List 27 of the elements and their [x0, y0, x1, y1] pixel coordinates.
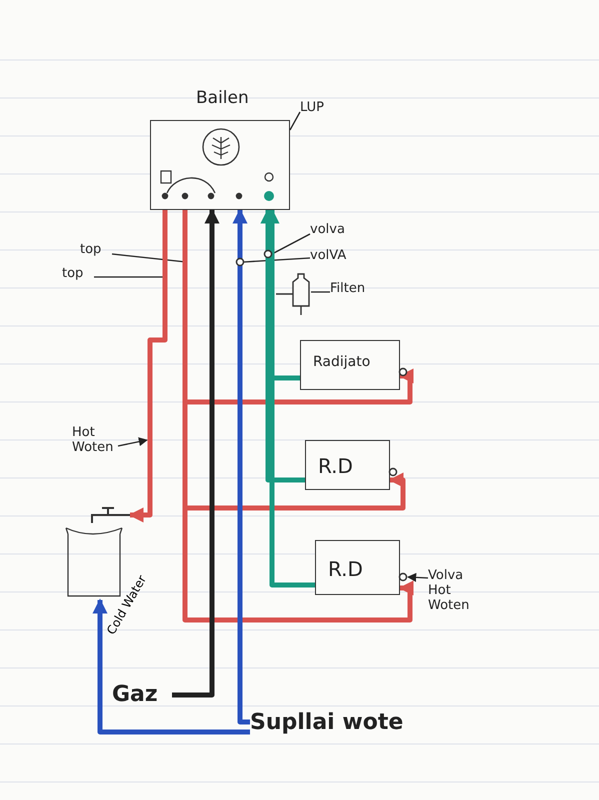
pipe [128, 210, 168, 522]
leader-line [407, 572, 428, 582]
leader-line [311, 291, 330, 293]
radiator-label: R.D [318, 454, 353, 478]
leader-line [272, 233, 310, 255]
handwritten-label: Gaz [112, 682, 172, 708]
radiator-box [300, 340, 400, 390]
handwritten-label: Filten [330, 281, 385, 296]
handwritten-label: Volva Hot Woten [428, 568, 488, 613]
radiator-label: R.D [328, 556, 363, 580]
handwritten-label: Hot Woten [72, 425, 118, 455]
pipe [232, 208, 250, 724]
handwritten-label: Supllai wote [250, 708, 400, 738]
radiator-box [305, 440, 390, 490]
leader-line [244, 257, 310, 263]
boiler-heading: Bailen [196, 88, 249, 108]
handwritten-label: LUP [300, 100, 340, 115]
handwritten-label: top [80, 242, 112, 257]
pipe [92, 598, 250, 734]
handwritten-label: top [62, 266, 94, 281]
leader-line [118, 437, 148, 447]
handwritten-label: volVA [310, 248, 360, 263]
radiator-box [315, 540, 400, 595]
pipe [172, 208, 220, 698]
leader-line [289, 112, 301, 130]
radiator-label: Radijato [313, 354, 370, 370]
handwritten-label: volva [310, 222, 360, 237]
